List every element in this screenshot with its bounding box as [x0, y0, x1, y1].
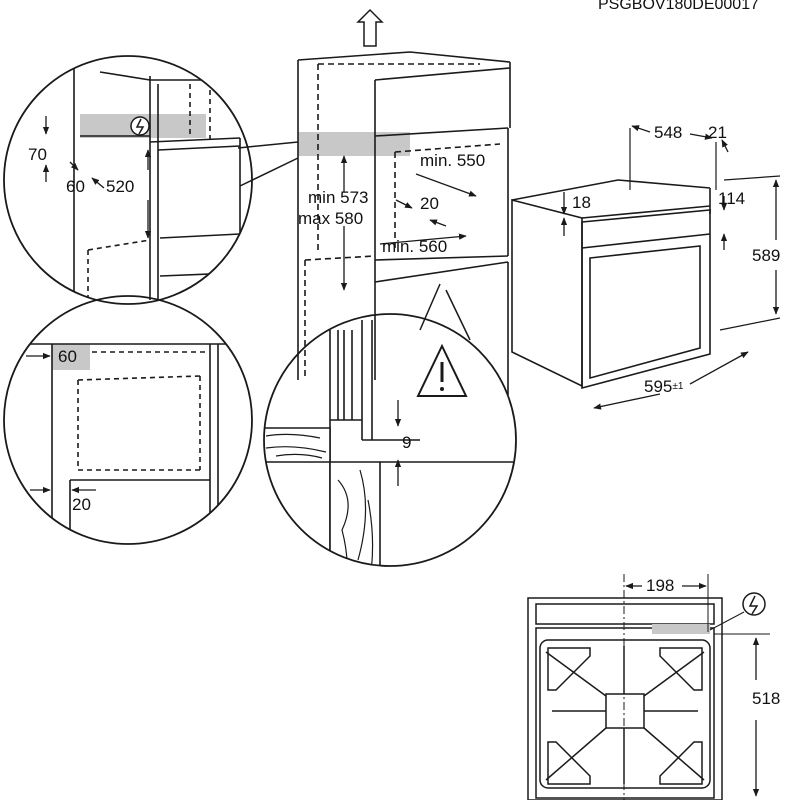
oven-illustration: [511, 125, 781, 410]
dim-595-value: 595: [644, 377, 673, 396]
dim-20-mid: 20: [420, 194, 439, 213]
detail-circle-bottom-left: [3, 295, 253, 545]
dim-min-550: min. 550: [420, 151, 486, 170]
dim-520: 520: [106, 177, 135, 196]
dim-min-573: min 573: [308, 188, 369, 207]
electric-connection-icon: [742, 592, 766, 616]
dim-18: 18: [572, 193, 591, 212]
dim-595: 595±1: [644, 378, 683, 395]
electric-connection-icon: [130, 116, 150, 136]
warning-triangle-icon: [416, 343, 468, 397]
dim-70: 70: [28, 145, 47, 164]
dim-60-top: 60: [66, 177, 85, 196]
dim-548: 548: [654, 123, 683, 142]
dim-min-560: min. 560: [382, 237, 448, 256]
arrow-up-icon: [356, 8, 384, 47]
document-code: PSGBOV180DE00017: [598, 0, 759, 13]
cabinet-illustration: [297, 8, 511, 395]
dim-20-bottom: 20: [72, 495, 91, 514]
dim-595-tolerance: ±1: [672, 381, 684, 392]
dim-589: 589: [752, 246, 781, 265]
dim-60-bottom: 60: [58, 347, 77, 366]
dim-max-580: max 580: [298, 209, 364, 228]
dim-518: 518: [752, 689, 781, 708]
dim-9: 9: [402, 433, 412, 452]
dim-114: 114: [718, 189, 746, 208]
detail-circle-gap: [263, 313, 517, 567]
dim-21: 21: [708, 123, 727, 142]
dim-198: 198: [646, 576, 675, 595]
oven-front-view: [527, 574, 770, 800]
